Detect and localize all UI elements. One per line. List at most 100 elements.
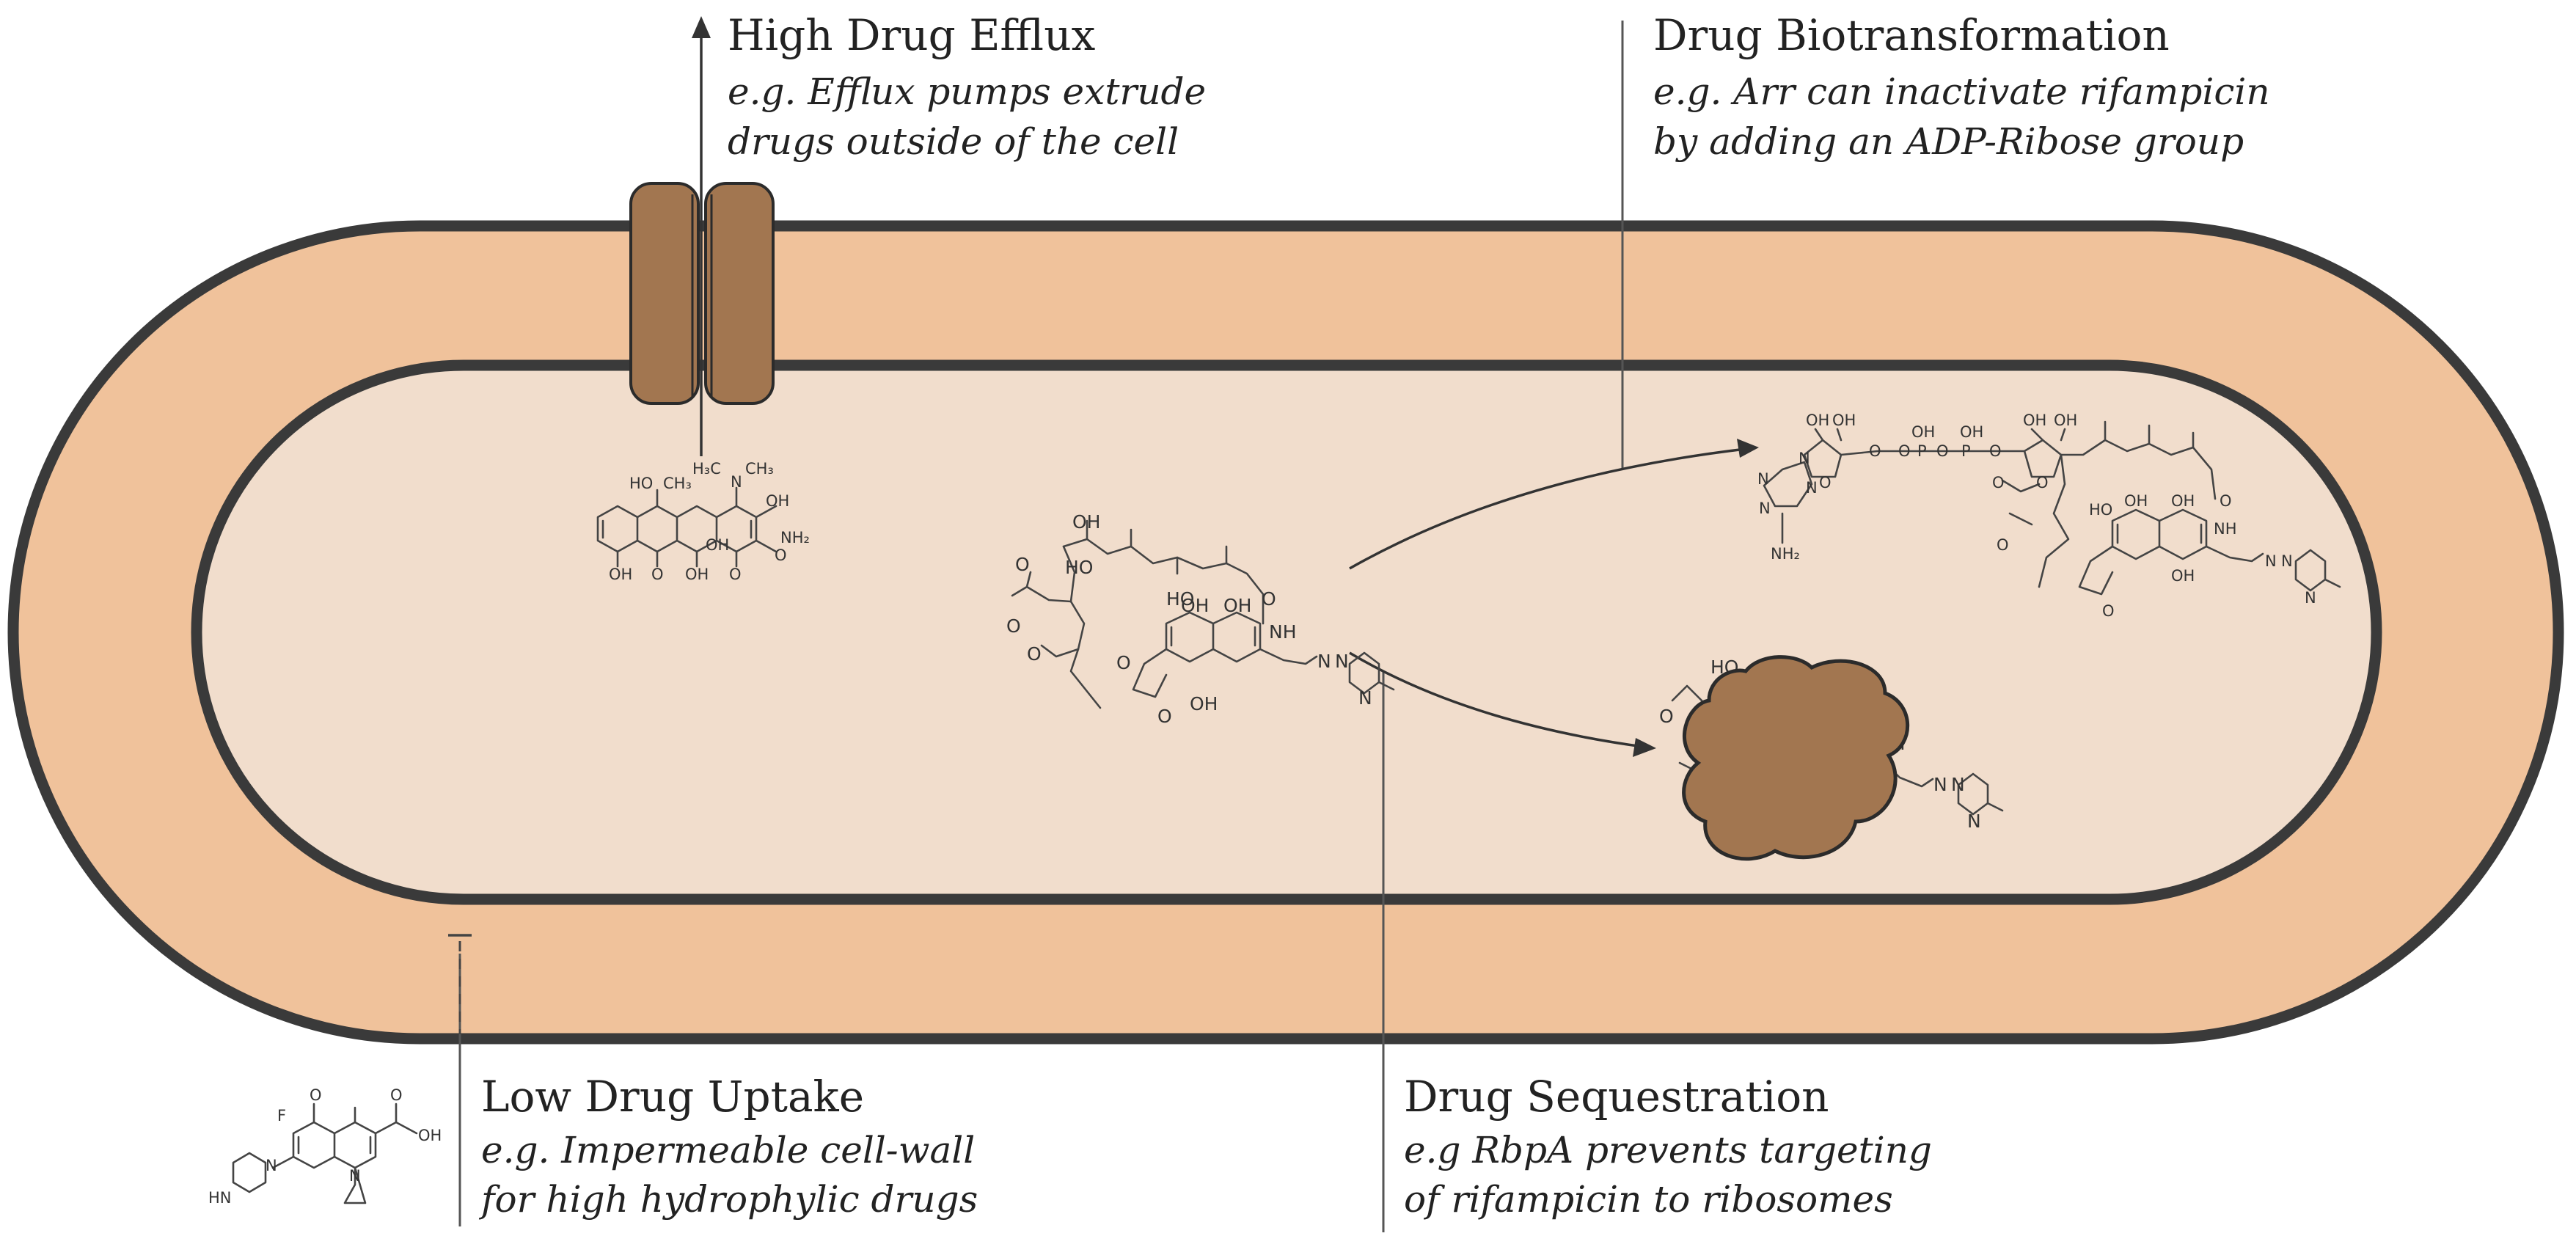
- adp-ribosyl-rifampicin-label: OH: [1960, 423, 1983, 441]
- adp-ribosyl-rifampicin-label: OH: [1911, 423, 1935, 441]
- adp-ribosyl-rifampicin-label: OH: [2171, 567, 2195, 585]
- biotransformation-label: Drug Biotransformation e.g. Arr can inac…: [1653, 10, 2270, 163]
- tetracycline-label: O: [729, 566, 742, 583]
- biotransformation-description-line-2: by adding an ADP-Ribose group: [1653, 120, 2244, 163]
- rifampicin-label: O: [1116, 652, 1131, 673]
- sequestered-rifampicin-molecule: HO O NH N N N: [1659, 655, 2004, 861]
- tetracycline-label: O: [651, 566, 664, 583]
- tetracycline-label: OH: [766, 492, 789, 510]
- tetracycline-label: OH: [706, 536, 729, 554]
- fluoroquinolone-label: HN: [208, 1189, 232, 1207]
- efflux-label: High Drug Efflux e.g. Efflux pumps extru…: [728, 10, 1206, 163]
- fluoroquinolone-label: N: [349, 1167, 361, 1185]
- sequestration-label: Drug Sequestration e.g RbpA prevents tar…: [1404, 1072, 1932, 1221]
- adp-ribosyl-rifampicin-label: O: [1992, 474, 2005, 491]
- adp-ribosyl-rifampicin-label: O: [1869, 442, 1881, 460]
- sequestered-rifampicin-label: N: [1933, 774, 1947, 795]
- tetracycline-molecule: HO CH₃ H₃C N CH₃ OH NH₂ OH O OH OH O O: [596, 460, 810, 583]
- tetracycline-label: O: [775, 546, 787, 564]
- adp-ribosyl-rifampicin-label: N: [2281, 552, 2293, 570]
- tetracycline-label: CH₃: [663, 475, 692, 492]
- tetracycline-label: N: [731, 473, 742, 491]
- efflux-description-line-2: drugs outside of the cell: [728, 120, 1179, 163]
- adp-ribosyl-rifampicin-label: O: [1989, 442, 2002, 460]
- adp-ribosyl-rifampicin-label: O: [1819, 474, 1832, 491]
- rifampicin-label: N: [1358, 687, 1372, 709]
- efflux-pump: [629, 182, 775, 405]
- uptake-label: Low Drug Uptake e.g. Impermeable cell-wa…: [478, 1072, 978, 1221]
- rifampicin-label: O: [1006, 615, 1021, 637]
- rifampicin-label: OH: [1190, 693, 1218, 714]
- sequestration-heading: Drug Sequestration: [1404, 1072, 1829, 1122]
- biotransformation-heading: Drug Biotransformation: [1653, 10, 2170, 60]
- rifampicin-label: O: [1262, 588, 1276, 610]
- adp-ribosyl-rifampicin-label: O: [2220, 492, 2232, 510]
- sequestered-rifampicin-label: N: [1967, 811, 1981, 832]
- uptake-heading: Low Drug Uptake: [481, 1072, 864, 1122]
- tetracycline-label: OH: [685, 566, 709, 583]
- rifampicin-label: N: [1317, 651, 1331, 672]
- adp-ribosyl-rifampicin-label: O: [2102, 602, 2115, 620]
- adp-ribosyl-rifampicin-label: O: [1997, 536, 2009, 554]
- uptake-description-line-1: e.g. Impermeable cell-wall: [481, 1129, 975, 1171]
- sequestered-rifampicin-label: O: [1659, 706, 1674, 727]
- adp-ribosyl-rifampicin-label: OH: [1806, 412, 1829, 429]
- efflux-heading: High Drug Efflux: [728, 10, 1095, 60]
- tetracycline-label: HO: [629, 475, 653, 492]
- adp-ribosyl-rifampicin-label: O: [1898, 442, 1911, 460]
- tetracycline-label: H₃C: [692, 460, 721, 478]
- efflux-description-line-1: e.g. Efflux pumps extrude: [728, 70, 1206, 113]
- fluoroquinolone-molecule: O F O OH N N HN: [208, 1086, 442, 1207]
- tetracycline-label: CH₃: [745, 460, 774, 478]
- biotransformation-arrow: [1349, 439, 1759, 570]
- rifampicin-label: OH: [1181, 595, 1209, 616]
- rbpa-protein-blob: [1682, 655, 1910, 861]
- adp-ribosyl-rifampicin-label: P: [1917, 442, 1927, 460]
- adp-ribosyl-rifampicin-label: OH: [2171, 492, 2195, 510]
- adp-ribosyl-rifampicin-label: N: [1759, 500, 1771, 517]
- adp-ribosyl-rifampicin-label: N: [1806, 479, 1818, 497]
- adp-ribosyl-rifampicin-label: OH: [2023, 412, 2046, 429]
- adp-ribosyl-rifampicin-label: NH: [2214, 520, 2237, 538]
- biotransformation-description-line-1: e.g. Arr can inactivate rifampicin: [1653, 70, 2270, 113]
- tetracycline-label: NH₂: [780, 529, 810, 546]
- fluoroquinolone-label: O: [390, 1086, 403, 1104]
- rifampicin-label: O: [1015, 554, 1030, 575]
- rifampicin-label: HO: [1065, 557, 1093, 578]
- fluoroquinolone-label: OH: [418, 1127, 442, 1144]
- adp-ribosyl-rifampicin-molecule: OH OH OH OH OH OH N N N N NH₂ O O O P O …: [1757, 412, 2341, 620]
- efflux-arrow: [692, 16, 711, 456]
- adp-ribosyl-rifampicin-label: N: [2265, 552, 2277, 570]
- sequestration-arrow: [1349, 651, 1656, 757]
- adp-ribosyl-rifampicin-label: N: [2305, 589, 2316, 607]
- adp-ribosyl-rifampicin-label: O: [2036, 474, 2049, 491]
- rifampicin-molecule: O HO OH HO O O OH OH NH O O O OH N N N: [1006, 511, 1395, 727]
- rifampicin-label: OH: [1223, 595, 1251, 616]
- efflux-pump-left-subunit: [629, 182, 700, 405]
- fluoroquinolone-label: O: [310, 1086, 322, 1104]
- adp-ribosyl-rifampicin-label: NH₂: [1771, 545, 1800, 563]
- rifampicin-label: OH: [1072, 511, 1100, 533]
- rifampicin-label: O: [1027, 643, 1042, 665]
- rifampicin-label: NH: [1269, 621, 1297, 643]
- tetracycline-label: OH: [609, 566, 632, 583]
- sequestered-rifampicin-label: N: [1951, 774, 1965, 795]
- adp-ribosyl-rifampicin-label: OH: [2054, 412, 2077, 429]
- adp-ribosyl-rifampicin-label: OH: [1832, 412, 1856, 429]
- adp-ribosyl-rifampicin-label: N: [1799, 450, 1810, 467]
- adp-ribosyl-rifampicin-label: HO: [2089, 501, 2112, 519]
- adp-ribosyl-rifampicin-label: N: [1757, 470, 1769, 488]
- uptake-description-line-2: for high hydrophylic drugs: [478, 1178, 978, 1221]
- adp-ribosyl-rifampicin-label: O: [1936, 442, 1949, 460]
- rifampicin-label: O: [1157, 706, 1172, 727]
- efflux-pump-right-subunit: [704, 182, 775, 405]
- fluoroquinolone-label: F: [277, 1107, 286, 1125]
- rifampicin-label: N: [1335, 651, 1349, 672]
- adp-ribosyl-rifampicin-label: OH: [2124, 492, 2148, 510]
- sequestration-description-line-1: e.g RbpA prevents targeting: [1404, 1129, 1932, 1171]
- sequestration-description-line-2: of rifampicin to ribosomes: [1404, 1178, 1893, 1221]
- adp-ribosyl-rifampicin-label: P: [1961, 442, 1971, 460]
- blocked-uptake-indicator: [448, 934, 472, 1034]
- fluoroquinolone-label: N: [266, 1157, 277, 1174]
